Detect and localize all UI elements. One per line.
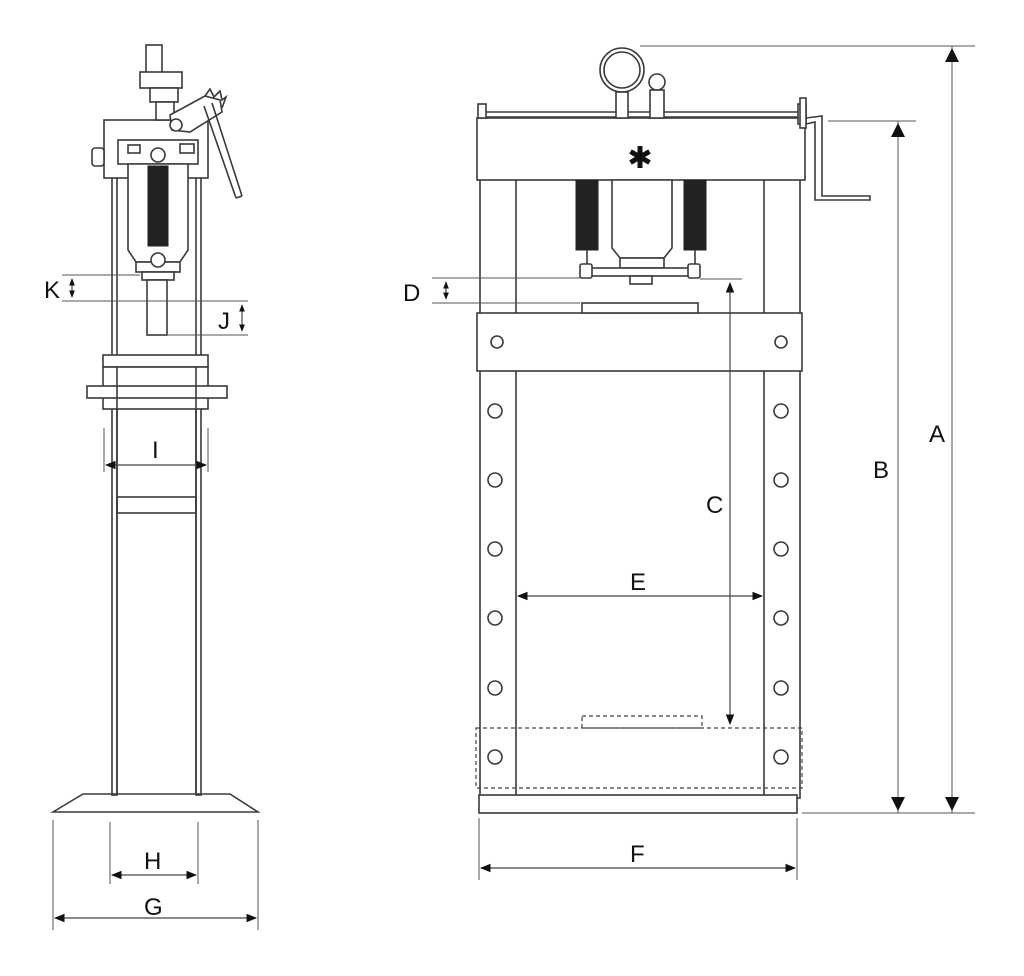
front-right-column — [763, 177, 801, 799]
dim-label-i: I — [152, 437, 159, 464]
dim-label-d: D — [403, 280, 420, 307]
front-ram-bar — [585, 267, 695, 277]
front-column-holes — [487, 403, 789, 765]
dim-label-k: K — [44, 277, 60, 304]
side-knob — [91, 147, 105, 167]
front-valve-knob — [648, 73, 666, 91]
side-ram — [146, 279, 168, 336]
dim-label-f: F — [630, 841, 645, 868]
front-left-column — [479, 177, 517, 799]
front-cylinder — [611, 179, 673, 259]
front-bed-plate — [476, 312, 803, 372]
front-view: D C E F B A — [403, 45, 975, 880]
front-press-plate — [581, 302, 699, 314]
dim-label-a: A — [929, 421, 945, 448]
side-lower-bracket — [116, 496, 197, 514]
front-left-spring — [575, 179, 599, 251]
dim-label-h: H — [144, 848, 161, 875]
front-star-icon — [629, 146, 651, 168]
front-pressure-gauge-icon — [599, 47, 645, 93]
side-bed-pins — [86, 385, 228, 399]
dim-label-c: C — [706, 492, 723, 519]
side-cylinder-spring — [147, 165, 169, 247]
front-lower-bed-dashed — [475, 727, 803, 789]
dim-label-g: G — [144, 894, 163, 921]
dim-label-b: B — [873, 457, 889, 484]
dim-label-e: E — [630, 569, 646, 596]
front-base — [478, 794, 798, 814]
dim-label-j: J — [218, 308, 230, 335]
front-right-spring — [683, 179, 707, 251]
side-base-plate — [50, 793, 261, 813]
side-gauge-stem — [145, 44, 163, 74]
side-bed-top — [102, 354, 209, 368]
side-view: K J I H G — [44, 44, 261, 930]
front-crank-handle — [805, 115, 871, 201]
